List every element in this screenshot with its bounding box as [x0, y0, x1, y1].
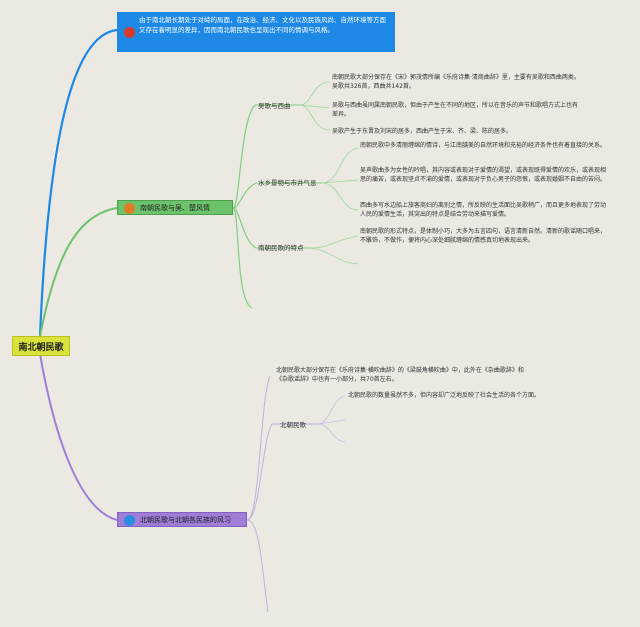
root-node[interactable]: 南北朝民歌 [12, 336, 70, 356]
south-branch-node[interactable]: 南朝民歌与吴、楚风情 [117, 200, 233, 215]
shuixiang-item-2: 吴声歌曲多为女性的吟唱，其内容或表现对于爱情的渴望，或表现既得爱情的欢乐，或表现… [360, 167, 607, 184]
north-branch-node[interactable]: 北朝民歌与北朝各民族的风习 [117, 512, 247, 527]
connector-root-north [39, 353, 118, 521]
top-note-node[interactable]: 由于南北朝长期处于对峙的局面，在政治、经济、文化以及民族风尚、自然环境等方面又存… [117, 12, 395, 52]
connector-root-south [39, 207, 118, 337]
tedian-item-1: 南朝民歌的形式特点，是体制小巧，大多为五言四句，语言清新自然。清新的歌谣随口唱来… [360, 228, 607, 245]
north-intro-text: 北朝民歌大部分保存在《乐府诗集·横吹曲辞》的《梁鼓角横吹曲》中，此外在《杂曲歌辞… [276, 367, 524, 384]
root-label: 南北朝民歌 [18, 342, 64, 353]
wu-xiqu-label[interactable]: 吴歌与西曲 [258, 102, 291, 110]
orange-circle-icon [124, 203, 135, 214]
beichao-item-1: 北朝民歌的数量虽然不多，但内容却广泛地反映了社会生活的各个方面。 [348, 392, 541, 399]
shuixiang-item-1: 南朝民歌中多清丽缠绵的情诗，与江南龋美的自然环境和充裕的经济条件也有着直接的关系… [360, 142, 607, 149]
connector-root-top [38, 28, 118, 337]
connector-south-spine [232, 104, 256, 209]
wu-xiqu-item-1: 南朝民歌大部分保存在《宋》郭茂倩所编《乐府诗集·清商曲辞》里，主要有吴歌和西曲两… [332, 74, 580, 91]
wu-xiqu-item-3: 吴歌产生于东晋及刘宋的居多，西曲产生于宋、齐、梁、陈的居多。 [332, 128, 513, 135]
beichao-label[interactable]: 北朝民歌 [280, 421, 306, 429]
wu-xiqu-item-2: 吴歌与西曲虽同属南朝民歌，但由于产生在不同的地区，所以在音乐的声节和歌唱方式上也… [332, 102, 579, 119]
tedian-label[interactable]: 南朝民歌的特点 [258, 244, 304, 252]
connector-north-spine [246, 375, 271, 521]
shuixiang-label[interactable]: 水乡景物与市井气息 [258, 179, 317, 187]
red-circle-icon [124, 27, 135, 38]
blue-circle-icon [124, 515, 135, 526]
top-note-text: 由于南北朝长期处于对峙的局面，在政治、经济、文化以及民族风尚、自然环境等方面又存… [139, 16, 386, 35]
north-branch-label: 北朝民歌与北朝各民族的风习 [140, 515, 231, 524]
shuixiang-item-3: 西曲多写水边船上旅客商妇的离别之情，所反映的生活面比吴歌稍广，而且更多地表现了劳… [360, 202, 607, 219]
south-branch-label: 南朝民歌与吴、楚风情 [140, 203, 210, 212]
